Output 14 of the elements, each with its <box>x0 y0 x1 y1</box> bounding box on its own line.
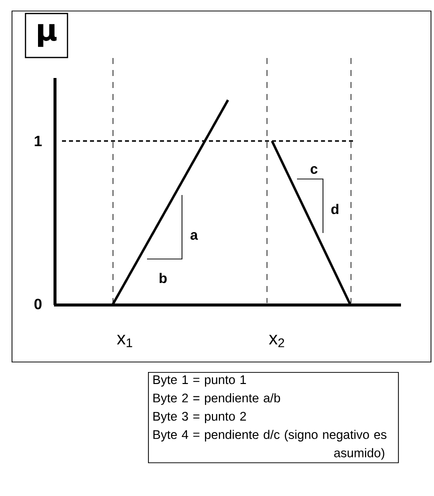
legend-entry: Byte 2 = pendiente a/b <box>153 393 280 405</box>
slope-label: b <box>160 272 167 284</box>
legend-entry: Byte 3 = punto 2 <box>153 412 246 424</box>
slope-label: c <box>310 166 318 174</box>
slope-label: a <box>190 232 198 240</box>
legend-entry: Byte 1 = punto 1 <box>153 375 246 387</box>
slope-label: d <box>331 204 338 214</box>
symbol-box: μ <box>24 12 68 58</box>
legend-entry: Byte 4 = pendiente d/c (signo negativo es asumido) <box>153 430 386 460</box>
axis-tick-label: 0 <box>34 298 42 310</box>
axis-tick-label: 1 <box>34 136 42 146</box>
axis-point-label: x$_{1}$ <box>116 334 132 348</box>
axis-point-label: x$_{2}$ <box>268 334 284 348</box>
legend-box <box>148 372 399 464</box>
